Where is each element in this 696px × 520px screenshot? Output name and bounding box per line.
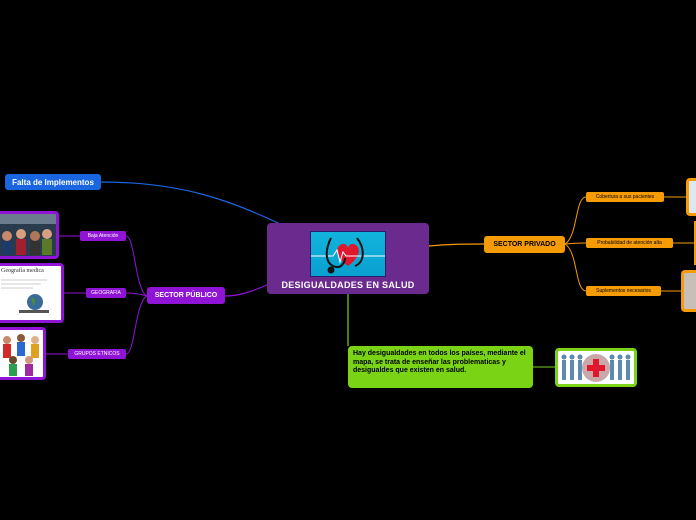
ethnic-people-image[interactable] <box>0 327 46 380</box>
probabilidad-node[interactable]: Probabilidad de atención alta <box>586 238 673 248</box>
sector-privado-node[interactable]: SECTOR PRIVADO <box>484 236 565 253</box>
line-central-publico <box>224 284 268 297</box>
geografia-medica-image[interactable]: Geografía medica <box>0 263 64 323</box>
crowd-photo-image[interactable] <box>0 211 59 259</box>
baja-atencion-node[interactable]: Baja Atención <box>80 231 126 241</box>
people-red-cross-image[interactable] <box>555 348 637 387</box>
heart-stethoscope-image <box>310 231 386 277</box>
line-publico-etn <box>125 295 148 355</box>
sector-publico-node[interactable]: SECTOR PÚBLICO <box>147 287 225 304</box>
cobertura-node[interactable]: Cobertura a sus pacientes <box>586 192 664 202</box>
central-topic[interactable]: DESIGUALDADES EN SALUD <box>267 223 429 294</box>
central-title: DESIGUALDADES EN SALUD <box>281 280 415 290</box>
line-central-falta <box>100 181 281 225</box>
cobertura-image[interactable] <box>686 178 696 216</box>
line-privado-cob <box>564 196 587 245</box>
note-node[interactable]: Hay desigualdades en todos los países, m… <box>348 346 533 388</box>
probabilidad-image[interactable] <box>694 221 696 265</box>
falta-implementos-node[interactable]: Falta de Implementos <box>5 174 101 190</box>
grupos-etnicos-node[interactable]: GRUPOS ETNICOS <box>68 349 126 359</box>
suplementos-image[interactable] <box>681 270 696 312</box>
line-publico-baja <box>125 235 148 297</box>
line-central-privado <box>428 243 485 247</box>
geografia-node[interactable]: GEOGRAFIA <box>86 288 126 298</box>
line-publico-geo <box>125 292 148 297</box>
geografia-image-caption: Geografía medica <box>1 268 44 274</box>
line-privado-sup <box>564 243 587 292</box>
line-privado-prob <box>564 242 587 245</box>
suplementos-node[interactable]: Suplementos necesarios <box>586 286 661 296</box>
